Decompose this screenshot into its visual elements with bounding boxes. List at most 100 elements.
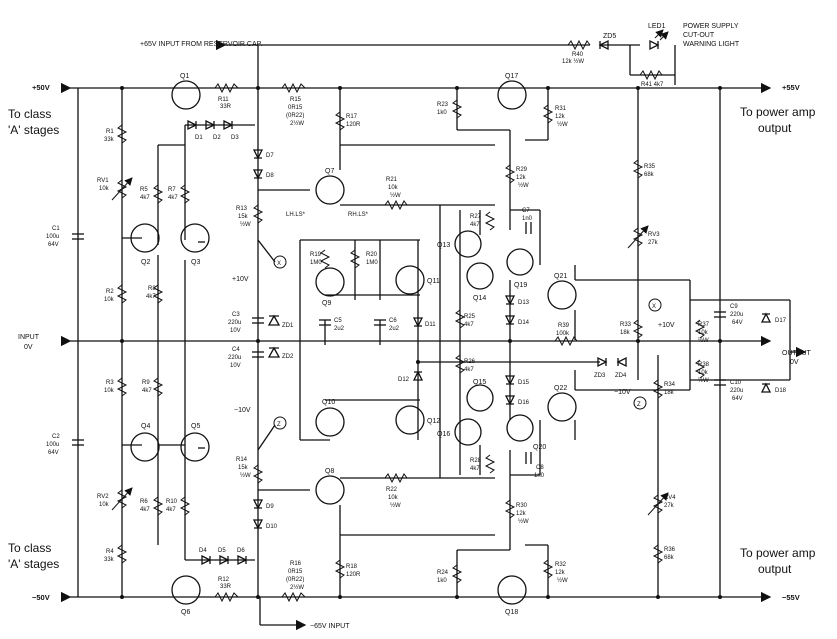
pot-value: 10k bbox=[99, 186, 110, 192]
capacitor-value: 2u2 bbox=[389, 326, 400, 332]
transistor-label: Q12 bbox=[427, 418, 440, 425]
node-z1 bbox=[273, 416, 287, 430]
resistor-value: 4k7 bbox=[146, 294, 156, 300]
resistor-value: 2½W bbox=[290, 584, 304, 591]
capacitor-value: 100u bbox=[46, 234, 59, 240]
ls-label: RH.LS* bbox=[348, 212, 369, 218]
transistor-q22 bbox=[547, 392, 577, 422]
transistor-q18 bbox=[497, 575, 527, 605]
capacitor-value: 64V bbox=[732, 320, 743, 326]
transistor-label: Q22 bbox=[554, 385, 567, 392]
resistor-value: 10k bbox=[698, 330, 709, 336]
resistor-label: R26 bbox=[464, 359, 476, 365]
capacitor-value: 2u2 bbox=[334, 326, 345, 332]
resistor-value: 12k bbox=[516, 511, 527, 517]
resistor-value: 4k7 bbox=[142, 388, 152, 394]
transistor-label: Q1 bbox=[180, 73, 189, 80]
rail-label: +65V INPUT FROM RESERVOIR CAP. bbox=[140, 41, 262, 48]
resistor-value: 1k0 bbox=[437, 110, 447, 116]
diode-label: D12 bbox=[398, 377, 410, 383]
resistor-value: 68k bbox=[664, 555, 675, 561]
capacitor-label: C2 bbox=[52, 434, 60, 440]
node-label: X bbox=[652, 304, 656, 310]
resistor-value: 18k bbox=[664, 390, 675, 396]
transistor-q21 bbox=[547, 280, 577, 310]
transistor-q20 bbox=[506, 414, 534, 442]
diode-label: D4 bbox=[199, 548, 207, 554]
transistor-label: Q11 bbox=[427, 278, 440, 285]
resistor-value: (0R22) bbox=[286, 113, 304, 119]
pot-label: RV1 bbox=[97, 178, 109, 184]
resistor-value: ½W bbox=[557, 577, 568, 584]
transistor-label: Q18 bbox=[505, 609, 518, 616]
resistor-label: R19 bbox=[310, 252, 322, 258]
transistor-label: Q10 bbox=[322, 399, 335, 406]
resistor-label: R31 bbox=[555, 106, 567, 112]
side-label: To class bbox=[8, 107, 51, 121]
diode-label: D9 bbox=[266, 504, 274, 510]
rail-label: +55V bbox=[782, 83, 800, 92]
resistor-label: R37 bbox=[698, 322, 710, 328]
node-label: Z bbox=[637, 402, 641, 408]
resistor-value: 10k bbox=[388, 185, 399, 191]
capacitor-value: 10V bbox=[230, 328, 241, 334]
capacitor-value: 220u bbox=[228, 320, 241, 326]
resistor-value: ½W bbox=[390, 192, 401, 199]
resistor-value: ½W bbox=[240, 472, 251, 479]
resistor-label: R1 bbox=[106, 129, 114, 135]
ls-label: LH.LS* bbox=[286, 212, 306, 218]
transistor-label: Q2 bbox=[141, 259, 150, 266]
resistor-value: ½W bbox=[518, 518, 529, 525]
resistor-value: 68k bbox=[644, 172, 655, 178]
pot-label: RV2 bbox=[97, 494, 109, 500]
node-z2 bbox=[633, 396, 647, 410]
diode-label: D3 bbox=[231, 135, 239, 141]
resistor-label: R30 bbox=[516, 503, 528, 509]
resistor-value: 10k bbox=[388, 495, 399, 501]
zener-label: ZD5 bbox=[603, 33, 616, 40]
transistor-q13 bbox=[454, 230, 482, 258]
transistor-label: Q13 bbox=[437, 242, 450, 249]
transistor-label: Q16 bbox=[437, 431, 450, 438]
transistor-label: Q8 bbox=[325, 468, 334, 475]
capacitor-value: 220u bbox=[730, 388, 743, 394]
resistor-value: 100k bbox=[556, 331, 570, 337]
resistor-label: R38 bbox=[698, 362, 710, 368]
zener-label: ZD4 bbox=[615, 373, 627, 379]
rail-label: +10V bbox=[658, 322, 675, 329]
output-label: OUTPUT bbox=[782, 350, 812, 357]
resistor-value: 15k bbox=[238, 214, 249, 220]
rail-label: −10V bbox=[234, 407, 251, 414]
resistor-label: R41 4k7 bbox=[641, 82, 664, 88]
transistor-label: Q15 bbox=[473, 379, 486, 386]
resistor-label: R36 bbox=[664, 547, 676, 553]
transistor-label: Q14 bbox=[473, 295, 486, 302]
warning-label: WARNING LIGHT bbox=[683, 41, 740, 48]
transistor-label: Q3 bbox=[191, 259, 200, 266]
node-x1 bbox=[273, 255, 287, 269]
transistor-q7 bbox=[315, 175, 345, 205]
capacitor-value: 1n0 bbox=[522, 216, 533, 222]
capacitor-value: 100u bbox=[46, 442, 59, 448]
resistor-value: 120R bbox=[346, 572, 361, 578]
resistor-value: 15k bbox=[238, 465, 249, 471]
resistor-value: 33k bbox=[104, 557, 115, 563]
resistor-label: R2 bbox=[106, 289, 114, 295]
resistor-label: R17 bbox=[346, 114, 358, 120]
rail-label: −65V INPUT bbox=[310, 623, 350, 630]
diode-label: D17 bbox=[775, 318, 787, 324]
warning-label: POWER SUPPLY bbox=[683, 23, 739, 30]
resistor-label: R13 bbox=[236, 206, 248, 212]
resistor-value: 33k bbox=[104, 137, 115, 143]
resistor-value: 12k bbox=[516, 175, 527, 181]
resistor-label: R21 bbox=[386, 177, 398, 183]
diode-label: D5 bbox=[218, 548, 226, 554]
capacitor-value: 64V bbox=[732, 396, 743, 402]
diode-label: D16 bbox=[518, 400, 530, 406]
transistor-label: Q19 bbox=[514, 282, 527, 289]
resistor-label: R14 bbox=[236, 457, 248, 463]
capacitor-label: C4 bbox=[232, 347, 240, 353]
resistor-value: ½W bbox=[698, 337, 709, 344]
transistor-q3 bbox=[180, 223, 210, 253]
transistor-q19 bbox=[506, 248, 534, 276]
